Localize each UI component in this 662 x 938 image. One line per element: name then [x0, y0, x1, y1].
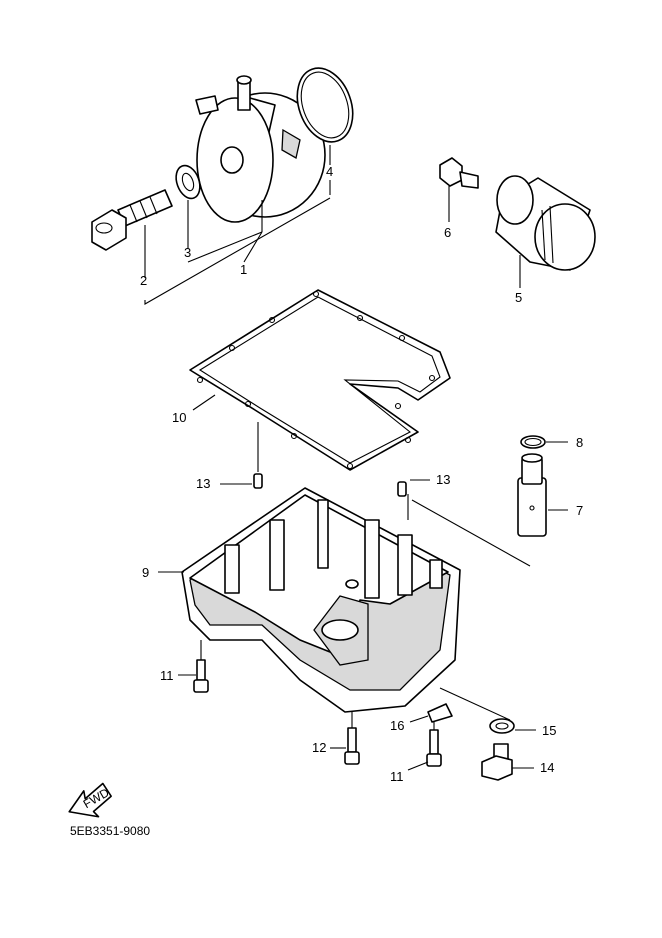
callout-11a: 11	[160, 668, 174, 683]
washer-part	[175, 164, 201, 200]
dowel-pin-part	[220, 422, 430, 497]
callout-3: 3	[184, 245, 191, 260]
oil-cooler-part	[195, 75, 326, 223]
callout-15: 15	[542, 723, 556, 738]
callout-8: 8	[576, 435, 583, 450]
relief-valve-part	[517, 453, 568, 537]
callout-14: 14	[540, 760, 554, 775]
callout-13b: 13	[436, 472, 450, 487]
callout-16: 16	[390, 718, 404, 733]
fwd-arrow-icon: FWD	[68, 782, 112, 818]
callout-9: 9	[142, 565, 149, 580]
callout-7: 7	[576, 503, 583, 518]
callout-13a: 13	[196, 476, 210, 491]
leader-lines-cooler	[144, 145, 331, 305]
callout-4: 4	[326, 164, 333, 179]
gasket-part	[189, 289, 451, 471]
callout-1: 1	[240, 262, 247, 277]
union-bolt-part	[91, 189, 173, 251]
callout-2: 2	[140, 273, 147, 288]
oil-pan-part	[158, 487, 531, 713]
drain-plug-part	[481, 743, 534, 781]
clamp-part	[409, 703, 453, 723]
callout-labels: 1 2 3 4 5 6 7 8 9 10 11 11 12 13 13 14 1…	[140, 164, 583, 784]
callout-6: 6	[444, 225, 451, 240]
fitting-part	[439, 157, 479, 222]
callout-11b: 11	[390, 769, 404, 784]
o-ring-part	[296, 67, 354, 143]
part-code: 5EB3351-9080	[70, 824, 150, 838]
o-ring-small-part	[520, 435, 568, 449]
callout-10: 10	[172, 410, 186, 425]
callout-5: 5	[515, 290, 522, 305]
bolt-part	[178, 640, 442, 771]
oil-filter-part	[495, 175, 596, 288]
callout-12: 12	[312, 740, 326, 755]
drain-gasket-part	[439, 687, 536, 734]
